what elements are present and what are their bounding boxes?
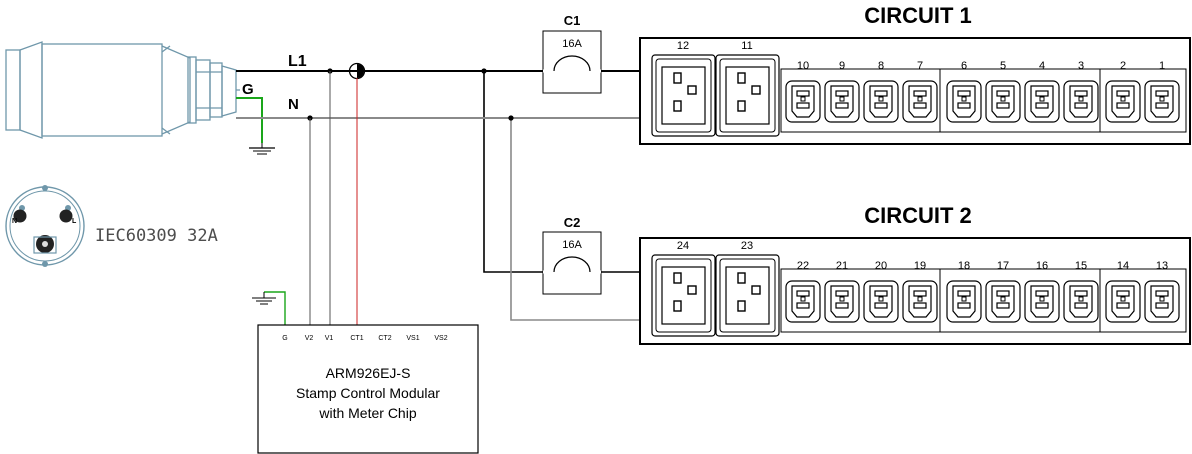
iec-plug-side-view bbox=[5, 41, 240, 139]
c13-outlet-17: 17 bbox=[985, 260, 1021, 323]
controller-module bbox=[257, 324, 479, 454]
current-transformer-icon bbox=[348, 62, 366, 325]
breaker-c2-rating: 16A bbox=[562, 239, 582, 251]
c13-outlet-1: 1 bbox=[1144, 60, 1180, 123]
outlet-number-15: 15 bbox=[1075, 260, 1087, 272]
outlet-number-3: 3 bbox=[1078, 60, 1084, 72]
c13-outlet-8: 8 bbox=[863, 60, 899, 123]
outlet-number-20: 20 bbox=[875, 260, 887, 272]
c19-outlet-23: 23 bbox=[715, 240, 780, 337]
iec-plug-face-icon: N L bbox=[5, 185, 85, 267]
circuit-1-title: CIRCUIT 1 bbox=[864, 3, 972, 28]
wire-junction-dots bbox=[307, 68, 514, 121]
c13-outlet-19: 19 bbox=[902, 260, 938, 323]
c13-outlet-22: 22 bbox=[785, 260, 821, 323]
c13-outlet-6: 6 bbox=[946, 60, 982, 123]
c19-outlet-12: 12 bbox=[651, 40, 716, 137]
outlet-number-8: 8 bbox=[878, 60, 884, 72]
outlet-number-1: 1 bbox=[1159, 60, 1165, 72]
outlet-number-21: 21 bbox=[836, 260, 848, 272]
c13-outlet-9: 9 bbox=[824, 60, 860, 123]
controller-pin-ct1: CT1 bbox=[350, 335, 363, 342]
outlet-number-22: 22 bbox=[797, 260, 809, 272]
c19-outlet-24: 24 bbox=[651, 240, 716, 337]
pdu-strip-circuit-1: 12 11 10 9 8 7 6 5 4 3 2 1 bbox=[639, 37, 1191, 145]
breaker-c1-id: C1 bbox=[564, 13, 581, 28]
neutral-label: N bbox=[288, 96, 299, 113]
outlet-number-17: 17 bbox=[997, 260, 1009, 272]
breaker-c2: C2 16A bbox=[542, 215, 602, 295]
c13-outlet-21: 21 bbox=[824, 260, 860, 323]
controller-meter-label: with Meter Chip bbox=[318, 405, 416, 421]
pdu-strip-circuit-2: 24 23 22 21 20 19 18 17 16 15 14 13 bbox=[639, 237, 1191, 345]
c13-outlet-4: 4 bbox=[1024, 60, 1060, 123]
outlet-number-18: 18 bbox=[958, 260, 970, 272]
outlet-number-4: 4 bbox=[1039, 60, 1045, 72]
line-l1-label: L1 bbox=[288, 53, 307, 70]
c13-outlet-3: 3 bbox=[1063, 60, 1099, 123]
outlet-number-16: 16 bbox=[1036, 260, 1048, 272]
plug-face-label-n: N bbox=[12, 218, 17, 225]
outlet-number-24: 24 bbox=[677, 240, 689, 252]
controller-module-label: Stamp Control Modular bbox=[296, 385, 440, 401]
plug-type-label: IEC60309 32A bbox=[95, 226, 218, 246]
c13-outlet-10: 10 bbox=[785, 60, 821, 123]
c13-outlet-16: 16 bbox=[1024, 260, 1060, 323]
controller-pin-v1: V1 bbox=[325, 335, 334, 342]
controller-pin-labels: G V2 V1 CT1 CT2 VS1 VS2 bbox=[282, 335, 447, 342]
c13-outlet-15: 15 bbox=[1063, 260, 1099, 323]
outlet-number-11: 11 bbox=[741, 40, 752, 52]
outlet-number-7: 7 bbox=[917, 60, 923, 72]
plug-face-label-l: L bbox=[72, 218, 77, 225]
c13-outlet-7: 7 bbox=[902, 60, 938, 123]
breaker-c2-id: C2 bbox=[564, 215, 581, 230]
outlet-number-19: 19 bbox=[914, 260, 926, 272]
outlet-number-14: 14 bbox=[1117, 260, 1129, 272]
ground-label: G bbox=[242, 81, 254, 98]
controller-pin-v2: V2 bbox=[305, 335, 314, 342]
c13-outlet-20: 20 bbox=[863, 260, 899, 323]
outlet-number-6: 6 bbox=[961, 60, 967, 72]
controller-pin-ct2: CT2 bbox=[378, 335, 391, 342]
controller-pin-vs2: VS2 bbox=[434, 335, 447, 342]
breaker-c1-rating: 16A bbox=[562, 38, 582, 50]
outlet-number-10: 10 bbox=[797, 60, 809, 72]
controller-pin-vs1: VS1 bbox=[406, 335, 419, 342]
meter-sense-wires bbox=[252, 71, 331, 325]
outlet-number-2: 2 bbox=[1120, 60, 1126, 72]
c13-outlet-14: 14 bbox=[1105, 260, 1141, 323]
outlet-number-23: 23 bbox=[741, 240, 753, 252]
controller-pin-g: G bbox=[282, 335, 287, 342]
outlet-number-5: 5 bbox=[1000, 60, 1006, 72]
outlet-number-12: 12 bbox=[677, 40, 689, 52]
c13-outlet-5: 5 bbox=[985, 60, 1021, 123]
c13-outlet-13: 13 bbox=[1144, 260, 1180, 323]
outlet-number-9: 9 bbox=[839, 60, 845, 72]
circuit-2-title: CIRCUIT 2 bbox=[864, 203, 972, 228]
plug-ground-wire bbox=[236, 97, 275, 155]
controller-chip-label: ARM926EJ-S bbox=[326, 365, 411, 381]
neutral-wire bbox=[236, 117, 640, 321]
c13-outlet-18: 18 bbox=[946, 260, 982, 323]
c13-outlet-2: 2 bbox=[1105, 60, 1141, 123]
c19-outlet-11: 11 bbox=[715, 40, 780, 137]
breaker-c1: C1 16A bbox=[542, 13, 602, 94]
outlet-number-13: 13 bbox=[1156, 260, 1168, 272]
